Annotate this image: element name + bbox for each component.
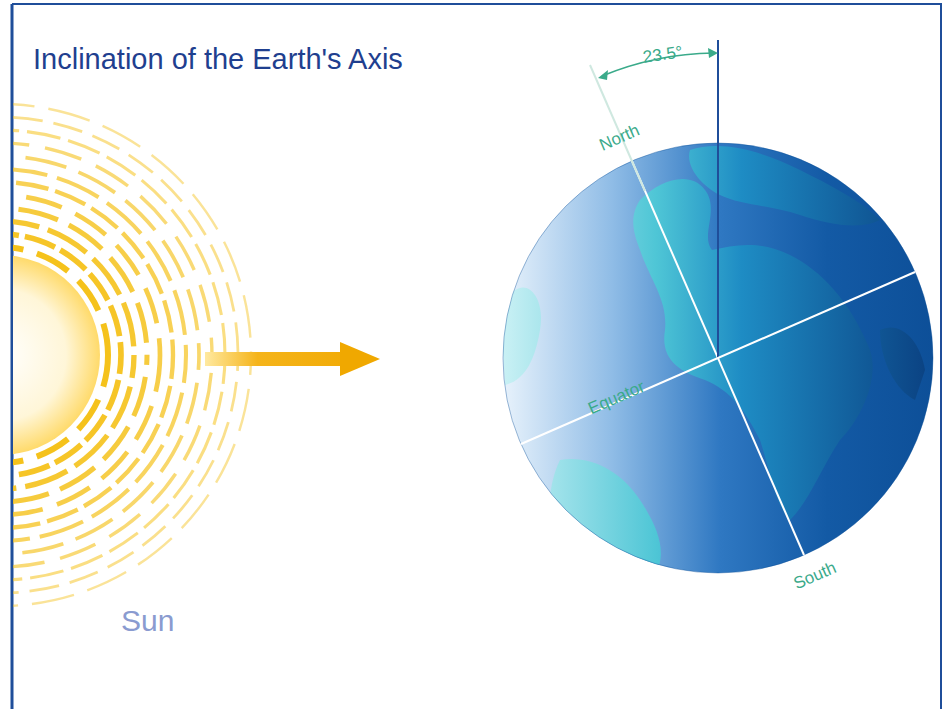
- arc-arrowhead: [708, 48, 718, 58]
- sun-ray: [13, 156, 199, 554]
- vertical-line: [717, 40, 719, 358]
- earth-axis: [590, 65, 645, 191]
- frame-line: [12, 3, 942, 5]
- sun-ray: [13, 195, 160, 515]
- angle-label: 23.5°: [642, 43, 684, 67]
- south-label: South: [791, 559, 839, 594]
- sun-ray: [13, 130, 225, 580]
- sun-ray: [13, 117, 238, 593]
- sunlight-arrow: [205, 342, 380, 376]
- equator-line: [521, 272, 915, 444]
- north-label: North: [597, 121, 643, 155]
- earth-globe: [500, 143, 933, 580]
- sun-ray: [13, 169, 186, 541]
- frame-line: [940, 4, 942, 709]
- diagram-title: Inclination of the Earth's Axis: [33, 44, 403, 76]
- sun-label: Sun: [121, 604, 174, 637]
- sun-ray: [13, 208, 147, 502]
- sun-ray: [13, 182, 173, 528]
- earth-axis: [590, 65, 804, 555]
- sun-ray: [13, 143, 212, 567]
- arc-arrowhead: [598, 70, 608, 80]
